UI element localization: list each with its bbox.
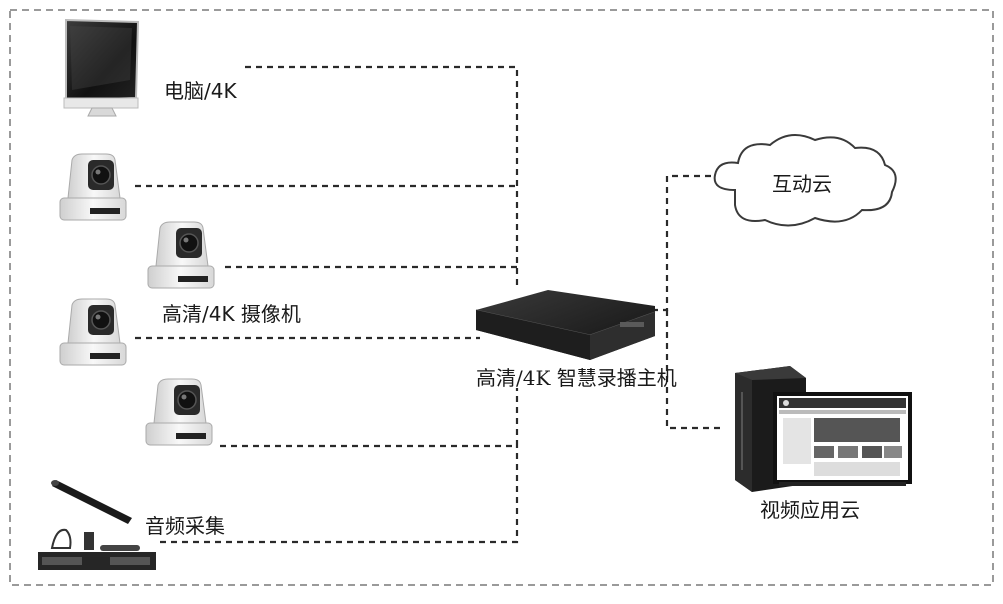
link-video-cloud <box>665 310 722 430</box>
link-audio <box>160 446 519 544</box>
ptz-camera-icon <box>145 378 213 446</box>
audio-receiver-icon <box>38 528 156 570</box>
recorder-label: 高清/4K 智慧录播主机 <box>476 366 677 390</box>
ptz-camera-icon <box>59 153 127 221</box>
ptz-camera-icon <box>147 221 215 289</box>
audio-label: 音频采集 <box>145 514 225 538</box>
cloud-icon <box>713 134 897 227</box>
cameras-label: 高清/4K 摄像机 <box>162 302 301 326</box>
link-interactive-cloud <box>652 174 716 312</box>
connection-lines <box>135 65 722 544</box>
recorder-box-icon <box>475 290 656 360</box>
link-computer <box>245 65 519 285</box>
interactive-cloud-label: 互动云 <box>772 172 832 196</box>
computer-label: 电脑/4K <box>164 79 237 103</box>
link-camera-4 <box>220 388 519 448</box>
monitor-icon <box>63 18 140 117</box>
ptz-camera-icon <box>59 298 127 366</box>
video-cloud-label: 视频应用云 <box>760 498 860 522</box>
web-screen-icon <box>773 392 912 486</box>
microphone-icon <box>51 480 132 524</box>
